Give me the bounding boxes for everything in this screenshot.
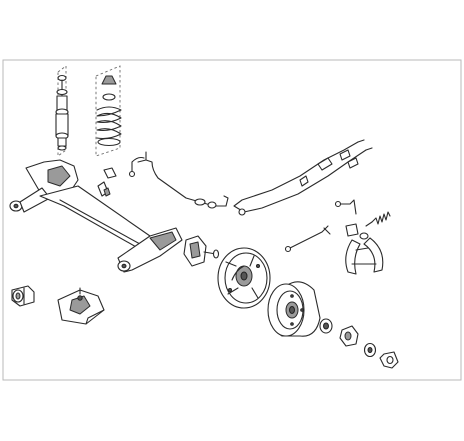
mount-bracket-icon xyxy=(57,287,105,325)
wheel-bearing-icon xyxy=(319,318,399,369)
brake-cable-icon xyxy=(233,139,373,216)
brake-hose-icon xyxy=(284,199,357,253)
backing-plate-icon xyxy=(217,247,271,309)
stabilizer-bar-icon xyxy=(128,151,229,209)
hub-stub-icon xyxy=(183,235,220,267)
axle-beam-icon xyxy=(9,159,183,273)
bushing-clip-icon xyxy=(97,167,117,197)
brake-drum-icon xyxy=(267,281,321,337)
brake-shoe-icon xyxy=(345,223,384,275)
shock-absorber-icon xyxy=(55,65,69,157)
return-spring-icon xyxy=(365,211,391,227)
diagram-frame xyxy=(2,59,462,381)
coil-spring-icon xyxy=(95,65,122,157)
axle-bushing-icon xyxy=(11,285,35,307)
